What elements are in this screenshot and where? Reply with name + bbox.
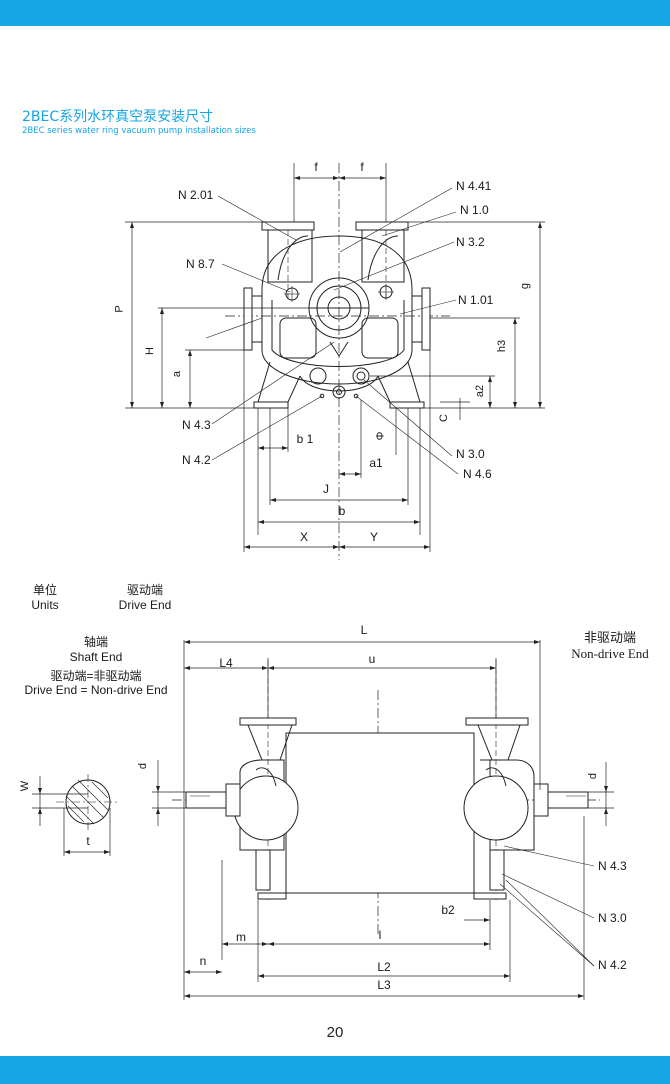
dim-l3: L3 [377, 978, 391, 992]
nozzle-n46: N 4.6 [463, 467, 492, 481]
dim-p: P [113, 305, 126, 313]
top-banner [0, 0, 670, 26]
nozzle-n201: N 2.01 [178, 188, 214, 202]
legend-units-cn: 单位 [32, 583, 58, 597]
nozzle-n43-side: N 4.3 [598, 859, 627, 873]
dim-h3: h3 [496, 339, 509, 353]
dim-t: t [86, 834, 90, 848]
nozzle-n43-top: N 4.3 [182, 418, 211, 432]
page-number: 20 [326, 1024, 344, 1041]
dim-l4: L4 [219, 656, 233, 670]
dim-a: a [171, 370, 184, 378]
dim-c: C [437, 414, 450, 422]
legend-nondrive-en: Non-drive End [571, 646, 649, 661]
nozzle-n42-side: N 4.2 [598, 958, 627, 972]
dim-u: u [368, 652, 376, 666]
page-title: 2BEC系列水环真空泵安装尺寸 [22, 109, 214, 125]
dim-f-left: f [314, 160, 318, 174]
legend-drive-en: Drive End [118, 598, 172, 612]
dim-b2: b2 [441, 903, 455, 917]
nozzle-n32: N 3.2 [456, 235, 485, 249]
dim-y: Y [369, 530, 379, 544]
dim-d-left: d [137, 762, 150, 770]
dim-phi: Φ [374, 431, 387, 441]
dim-n: n [199, 954, 207, 968]
dim-a2: a2 [474, 384, 487, 398]
dim-l-total: L [360, 623, 368, 637]
dim-a1: a1 [369, 456, 383, 470]
page-subtitle: 2BEC series water ring vacuum pump insta… [22, 126, 256, 136]
dim-b1: b 1 [296, 432, 314, 446]
dim-j: J [323, 482, 329, 496]
dim-w: W [19, 780, 32, 792]
legend-equal-en: Drive End = Non-drive End [24, 683, 168, 697]
dim-d-right: d [587, 772, 600, 780]
dim-x: X [299, 530, 309, 544]
nozzle-n30-side: N 3.0 [598, 911, 627, 925]
legend-nondrive-cn: 非驱动端 [583, 630, 637, 645]
legend-shaft-cn: 轴端 [83, 635, 109, 649]
nozzle-n42-top: N 4.2 [182, 453, 211, 467]
nozzle-n101: N 1.01 [458, 293, 494, 307]
nozzle-n30-top: N 3.0 [456, 447, 485, 461]
dim-h: H [143, 347, 156, 355]
dim-b: b [338, 504, 346, 518]
legend-drive-cn: 驱动端 [126, 583, 164, 597]
nozzle-n441: N 4.41 [456, 179, 492, 193]
legend-shaft-en: Shaft End [69, 650, 123, 664]
legend-units-en: Units [31, 598, 59, 612]
nozzle-n87: N 8.7 [186, 257, 215, 271]
dim-l-small: l [378, 928, 382, 942]
bottom-banner [0, 1056, 670, 1084]
dim-g: g [519, 282, 532, 290]
legend-equal-cn: 驱动端=非驱动端 [50, 669, 142, 683]
dim-l2: L2 [377, 960, 391, 974]
nozzle-n10: N 1.0 [460, 203, 489, 217]
dim-f-right: f [360, 160, 364, 174]
dim-m: m [236, 930, 246, 944]
